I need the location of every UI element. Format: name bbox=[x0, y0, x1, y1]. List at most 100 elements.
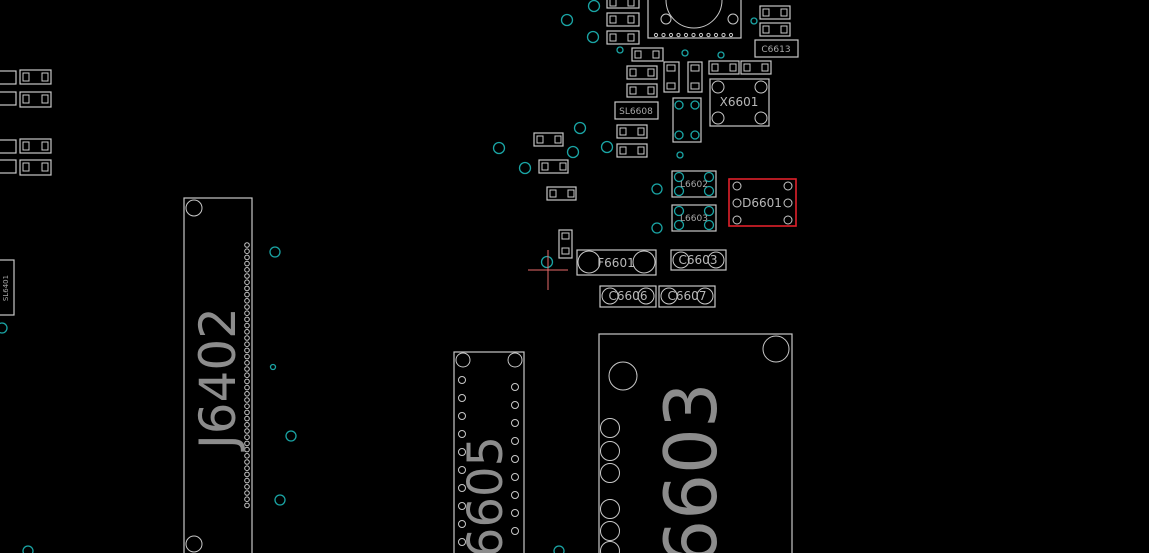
pin-pad bbox=[690, 82, 700, 90]
c6607-capacitor[interactable]: C6607 bbox=[658, 285, 716, 308]
pin-pad bbox=[627, 0, 635, 7]
pin-pad bbox=[761, 63, 769, 72]
pin-pad bbox=[698, 32, 704, 38]
pin-pad bbox=[244, 347, 250, 354]
pin-pad bbox=[244, 260, 250, 267]
pin-pad bbox=[554, 135, 562, 144]
pin-pad bbox=[619, 146, 627, 155]
pin-pad bbox=[244, 242, 250, 248]
sl6401-label: SL6401 bbox=[2, 275, 10, 301]
pin-pad bbox=[647, 68, 655, 77]
pin-pad bbox=[780, 25, 788, 34]
pin-pad bbox=[652, 50, 660, 59]
pin-pad bbox=[458, 466, 466, 474]
pin-pad bbox=[458, 412, 466, 420]
pin-pad bbox=[244, 428, 250, 434]
pin-pad bbox=[683, 32, 689, 38]
pin-pad bbox=[511, 509, 519, 517]
pin-pad bbox=[244, 322, 250, 329]
pin-pad bbox=[676, 32, 681, 38]
pin-pad bbox=[244, 360, 250, 366]
crosshair-cursor-icon bbox=[528, 250, 568, 290]
pin-pad bbox=[244, 298, 250, 304]
vias bbox=[269, 0, 758, 553]
pin-pad bbox=[713, 32, 719, 38]
pin-pad bbox=[458, 520, 466, 528]
pin-pad bbox=[511, 401, 519, 409]
j6605-label: 6605 bbox=[458, 436, 514, 553]
j6603-connector[interactable]: 6603 bbox=[598, 333, 793, 553]
pin-pad bbox=[691, 32, 696, 38]
pin-pad bbox=[600, 418, 620, 438]
f6601-fuse[interactable]: F6601 bbox=[576, 249, 657, 276]
pin-pad bbox=[244, 477, 250, 484]
pin-pad bbox=[668, 32, 674, 38]
pin-pad bbox=[244, 254, 250, 261]
pin-pad bbox=[619, 127, 627, 136]
pin-pad bbox=[721, 32, 726, 38]
pin-pad bbox=[244, 279, 250, 286]
pin-pad bbox=[637, 127, 645, 136]
pin-pad bbox=[600, 499, 620, 519]
pin-pad bbox=[244, 496, 250, 503]
c6603-label: C6603 bbox=[679, 253, 718, 267]
pin-pad bbox=[244, 384, 250, 391]
c6606-label: C6606 bbox=[609, 289, 648, 303]
l6602-label: L6602 bbox=[680, 180, 708, 190]
pin-pad bbox=[653, 32, 659, 38]
pin-pad bbox=[244, 484, 250, 490]
j6402-connector[interactable]: J6402 bbox=[183, 197, 253, 553]
x6601-label: X6601 bbox=[720, 95, 759, 109]
pin-pad bbox=[244, 471, 250, 478]
pin-pad bbox=[244, 341, 250, 348]
pin-pad bbox=[600, 463, 620, 483]
pin-pad bbox=[609, 0, 617, 7]
pin-pad bbox=[549, 189, 557, 198]
pin-pad bbox=[458, 484, 466, 492]
pin-pad bbox=[244, 397, 250, 403]
pin-pad bbox=[743, 63, 751, 72]
pin-pad bbox=[458, 538, 466, 546]
pin-pad bbox=[711, 63, 719, 72]
pin-pad bbox=[458, 376, 466, 384]
pin-pad bbox=[244, 459, 250, 465]
l6603-inductor[interactable]: L6603 bbox=[671, 204, 717, 232]
pin-pad bbox=[244, 366, 250, 372]
pin-pad bbox=[244, 304, 250, 310]
j6603-label: 6603 bbox=[649, 382, 733, 553]
pin-pad bbox=[458, 394, 466, 402]
pin-pad bbox=[561, 247, 570, 255]
d6601-label: D6601 bbox=[742, 196, 782, 210]
d6601-diode-selected[interactable]: D6601 bbox=[728, 178, 797, 227]
pin-pad bbox=[244, 453, 250, 459]
pin-pad bbox=[511, 383, 519, 391]
pin-pad bbox=[780, 8, 788, 17]
pin-pad bbox=[244, 391, 250, 397]
pin-pad bbox=[561, 232, 570, 240]
left-edge-components: SL6401 bbox=[0, 69, 52, 553]
j6605-connector[interactable]: 6605 bbox=[453, 351, 525, 553]
pin-pad bbox=[244, 403, 250, 410]
pin-pad bbox=[511, 419, 519, 427]
l6602-inductor[interactable]: L6602 bbox=[671, 170, 717, 198]
x6601-crystal[interactable]: X6601 bbox=[709, 78, 770, 127]
pin-pad bbox=[666, 64, 676, 72]
pin-pad bbox=[762, 8, 770, 17]
pin-pad bbox=[244, 490, 250, 496]
f6601-label: F6601 bbox=[597, 256, 634, 270]
pin-pad bbox=[511, 527, 519, 535]
pin-pad bbox=[244, 409, 250, 416]
pin-pad bbox=[511, 437, 519, 445]
pin-pad bbox=[244, 372, 250, 379]
c6603-capacitor[interactable]: C6603 bbox=[670, 249, 727, 271]
pin-pad bbox=[244, 434, 250, 441]
pin-pad bbox=[729, 63, 737, 72]
pin-pad bbox=[244, 285, 250, 292]
pin-pad bbox=[244, 248, 250, 254]
pin-pad bbox=[637, 146, 645, 155]
c6606-capacitor[interactable]: C6606 bbox=[599, 285, 657, 308]
pin-pad bbox=[244, 335, 250, 341]
pin-pad bbox=[600, 521, 620, 541]
pin-pad bbox=[511, 455, 519, 463]
